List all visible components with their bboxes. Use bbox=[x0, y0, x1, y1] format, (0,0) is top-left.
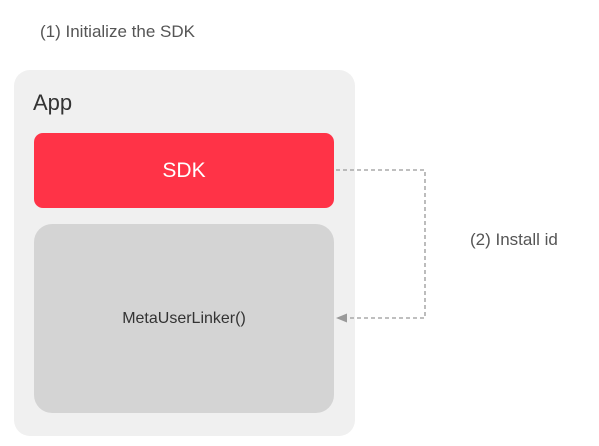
step-one-caption: (1) Initialize the SDK bbox=[40, 22, 195, 41]
meta-user-linker-box: MetaUserLinker() bbox=[34, 224, 334, 413]
meta-user-linker-label: MetaUserLinker() bbox=[122, 309, 246, 327]
sdk-label: SDK bbox=[162, 158, 206, 182]
step-two-caption: (2) Install id bbox=[470, 230, 558, 249]
sdk-box: SDK bbox=[34, 133, 334, 208]
app-label: App bbox=[33, 90, 73, 115]
